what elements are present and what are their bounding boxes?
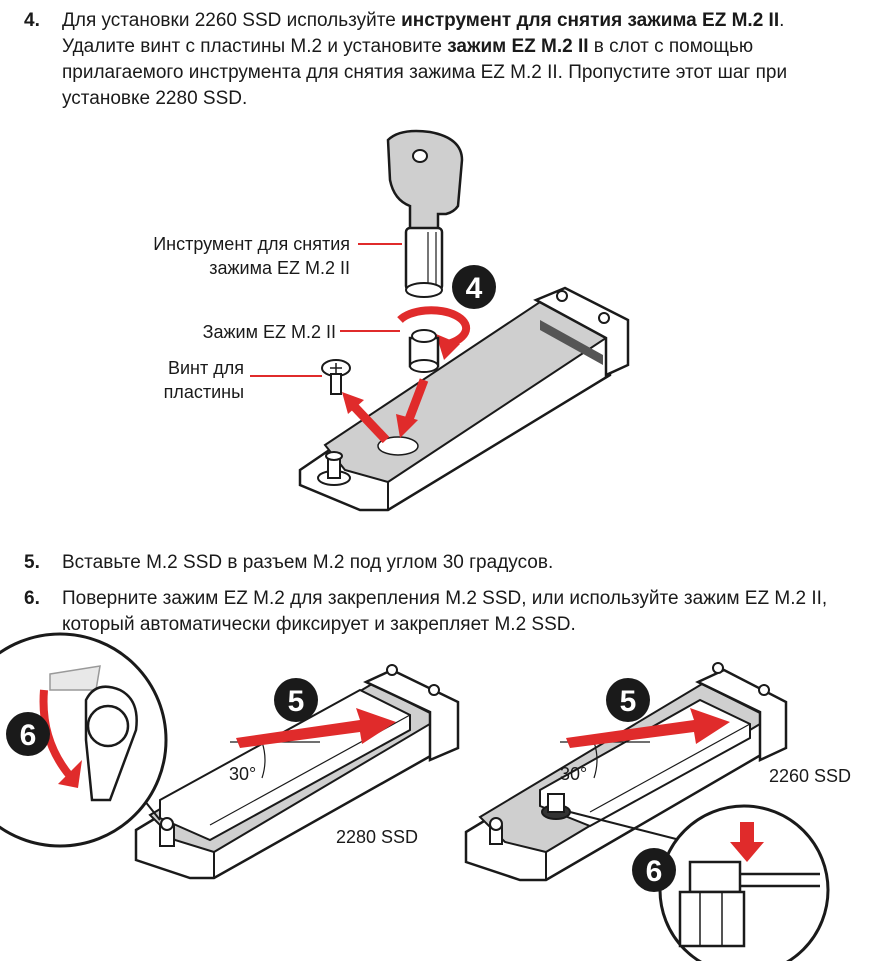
step-4-bold-2: зажим EZ M.2 II <box>447 36 589 57</box>
step-badge-6 <box>632 848 676 892</box>
removal-tool <box>386 129 464 298</box>
badge-text: 6 <box>20 719 37 752</box>
label-ez-clip: Зажим EZ M.2 II <box>140 320 336 344</box>
step-number: 4. <box>24 10 40 31</box>
ez-clip <box>408 329 440 373</box>
label-line: Зажим EZ M.2 II <box>202 322 336 342</box>
figure-1-clip-install: 4 <box>250 129 630 512</box>
badge-text: 6 <box>646 855 663 888</box>
label-line: зажима EZ M.2 II <box>209 258 350 278</box>
m2-connector <box>533 286 630 377</box>
arrow-remove-screw <box>346 398 390 444</box>
step-number: 5. <box>24 552 40 573</box>
figure-3-2260-ssd: 30° 5 6 <box>464 662 830 961</box>
step-4-text-3: в слот с помощью прилагаемого инструмент… <box>62 36 788 109</box>
angle-label: 30° <box>229 764 256 784</box>
label-line: пластины <box>163 382 244 402</box>
zoom-callout <box>0 632 168 848</box>
angle-label: 30° <box>560 764 587 784</box>
arrow-press-down <box>740 822 754 844</box>
arrow-head <box>396 414 418 438</box>
m2-plate <box>298 300 612 512</box>
figure-2-2280-ssd: 30° 5 6 <box>0 632 460 880</box>
step-badge-5 <box>274 678 318 722</box>
arrow-insert-clip <box>403 378 429 424</box>
step-badge-5 <box>606 678 650 722</box>
step-text: Поверните зажим EZ M.2 для закрепления M… <box>62 588 828 635</box>
badge-text: 4 <box>466 272 483 305</box>
label-line: Винт для <box>168 358 244 378</box>
step-5: 5. Вставьте M.2 SSD в разъем M.2 под угл… <box>24 550 854 578</box>
label-2280-ssd: 2280 SSD <box>336 827 419 847</box>
step-4-bold-1: инструмент для снятия зажима EZ M.2 II <box>401 10 780 31</box>
step-4: 4. Для установки 2260 SSD используйте ин… <box>24 8 854 118</box>
arrow-head <box>342 392 364 414</box>
label-plate-screw: Винт для пластины <box>130 356 244 404</box>
label-removal-tool: Инструмент для снятия зажима EZ M.2 II <box>100 232 350 280</box>
step-number: 6. <box>24 588 40 609</box>
plate-screw <box>321 359 351 395</box>
badge-text: 5 <box>288 685 305 718</box>
step-4-text-1: Для установки 2260 SSD используйте <box>62 10 402 31</box>
step-4-text-2: . Удалите винт с пластины M.2 и установи… <box>62 10 785 57</box>
arrow-insert-ssd <box>566 708 730 748</box>
step-6: 6. Поверните зажим EZ M.2 для закреплени… <box>24 586 854 642</box>
badge-text: 5 <box>620 685 637 718</box>
standoff <box>317 451 351 486</box>
arrow-insert-ssd <box>236 708 396 748</box>
step-text: Вставьте M.2 SSD в разъем M.2 под углом … <box>62 552 554 573</box>
step-text: Для установки 2260 SSD используйте инстр… <box>62 8 852 112</box>
label-line: Инструмент для снятия <box>153 234 350 254</box>
step-badge-6 <box>6 712 50 756</box>
rotate-arrow <box>397 306 471 360</box>
step-badge-4 <box>452 265 496 309</box>
label-2260-ssd: 2260 SSD <box>769 766 852 786</box>
